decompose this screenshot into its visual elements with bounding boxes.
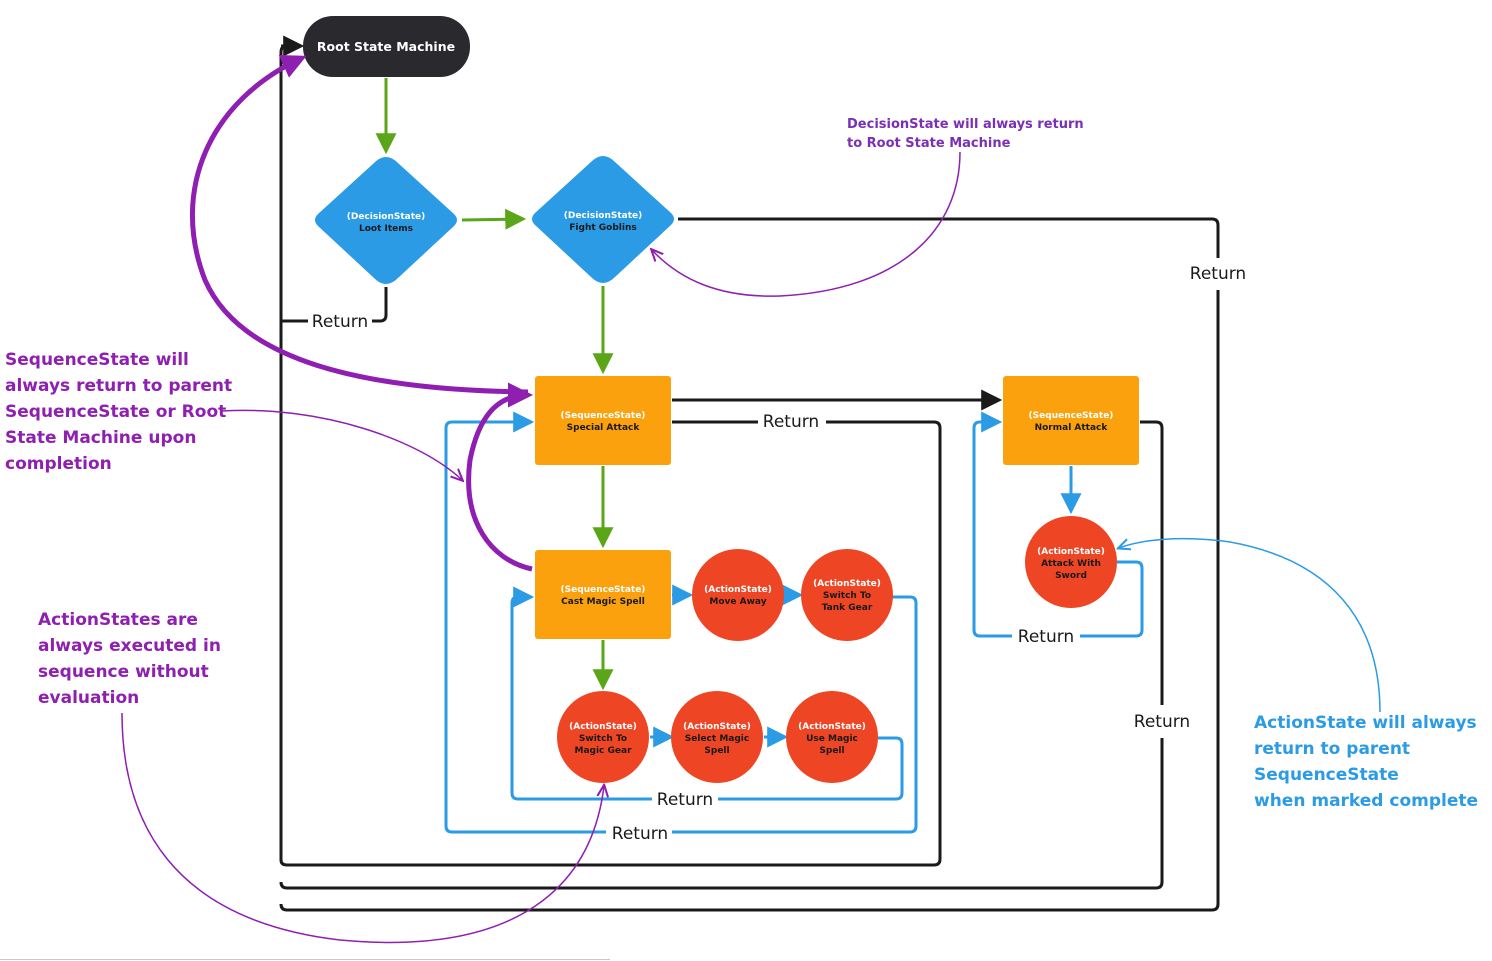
root-label: Root State Machine <box>317 39 455 54</box>
return-lines-black <box>279 44 1220 912</box>
return-line-cast-right <box>718 736 904 801</box>
annotation-arrow-special-to-root <box>190 54 529 395</box>
return-label-loot: Return <box>312 312 368 332</box>
action-node-attack-with-sword: (ActionState) Attack With Sword <box>1025 516 1117 608</box>
annotation-sequence-note: SequenceState will always return to pare… <box>5 350 233 474</box>
arrow-loot-to-fight <box>461 208 527 230</box>
return-label-cast: Return <box>657 790 713 810</box>
action-node-switch-magic-gear: (ActionState) Switch To Magic Gear <box>557 691 649 783</box>
decision-node-fight-goblins: (DecisionState) Fight Goblins <box>532 156 674 283</box>
switch-magic-gear-type: (ActionState) <box>569 722 637 732</box>
return-line-normal-upper <box>1140 420 1164 705</box>
action-node-switch-tank-gear: (ActionState) Switch To Tank Gear <box>801 549 893 641</box>
switch-magic-gear-label-1: Switch To <box>579 734 627 744</box>
special-attack-label: Special Attack <box>567 423 641 433</box>
root-state-machine-node: Root State Machine <box>303 16 470 77</box>
return-line-loot <box>372 287 388 323</box>
annotation-action-return-note: ActionState will always return to parent… <box>1254 713 1479 811</box>
annotation-arrow-sequence <box>221 409 462 480</box>
attack-with-sword-label-1: Attack With <box>1041 559 1101 569</box>
return-label-normal-inner: Return <box>1018 627 1074 647</box>
return-line-fight-lower <box>279 290 1220 912</box>
attack-with-sword-label-2: Sword <box>1055 571 1087 581</box>
use-magic-spell-label-2: Spell <box>819 746 844 756</box>
annotation-arrow-action-return <box>1119 537 1381 713</box>
move-away-type: (ActionState) <box>704 585 772 595</box>
use-magic-spell-type: (ActionState) <box>798 722 866 732</box>
return-label-special: Return <box>763 412 819 432</box>
normal-attack-label: Normal Attack <box>1035 423 1109 433</box>
action-node-select-magic-spell: (ActionState) Select Magic Spell <box>671 691 763 783</box>
loot-items-label: Loot Items <box>359 224 413 234</box>
special-attack-type: (SequenceState) <box>561 411 646 421</box>
switch-magic-gear-label-2: Magic Gear <box>574 746 632 756</box>
annotation-arrow-decision <box>652 151 961 297</box>
return-label-normal: Return <box>1134 712 1190 732</box>
sequence-node-special-attack: (SequenceState) Special Attack <box>535 376 671 465</box>
normal-attack-type: (SequenceState) <box>1029 411 1114 421</box>
flow-arrows <box>375 78 614 691</box>
annotation-arrow-action-sequence <box>121 712 604 944</box>
cast-magic-spell-type: (SequenceState) <box>561 585 646 595</box>
return-lines-blue <box>444 411 1144 834</box>
cast-magic-spell-label: Cast Magic Spell <box>561 597 645 607</box>
return-line-cast-left <box>510 586 652 801</box>
annotation-decision-note: DecisionState will always return to Root… <box>847 117 1084 151</box>
action-node-move-away: (ActionState) Move Away <box>692 549 784 641</box>
return-line-special-outer-right <box>672 595 918 834</box>
annotation-arrow-cast-to-special <box>466 382 533 572</box>
switch-tank-gear-type: (ActionState) <box>813 579 881 589</box>
return-line-fight-upper <box>678 217 1220 258</box>
return-line-special-outer-left <box>444 411 606 834</box>
use-magic-spell-label-1: Use Magic <box>806 734 858 744</box>
attack-with-sword-type: (ActionState) <box>1037 547 1105 557</box>
move-away-label: Move Away <box>709 597 766 607</box>
annotation-action-sequence-note: ActionStates are always executed in sequ… <box>38 610 221 708</box>
sequence-node-normal-attack: (SequenceState) Normal Attack <box>1003 376 1139 465</box>
bottom-divider <box>0 959 610 960</box>
return-line-special <box>279 44 942 867</box>
switch-tank-gear-label-2: Tank Gear <box>822 603 873 613</box>
return-line-normal-inner-left <box>972 411 1012 638</box>
decision-node-loot-items: (DecisionState) Loot Items <box>315 157 457 284</box>
return-line-normal-lower <box>279 738 1164 890</box>
select-magic-spell-type: (ActionState) <box>683 722 751 732</box>
sequence-node-cast-magic-spell: (SequenceState) Cast Magic Spell <box>535 550 671 639</box>
fight-goblins-type: (DecisionState) <box>564 211 643 221</box>
action-node-use-magic-spell: (ActionState) Use Magic Spell <box>786 691 878 783</box>
loot-items-type: (DecisionState) <box>347 212 426 222</box>
return-label-fight: Return <box>1190 264 1246 284</box>
return-line-normal-inner-right <box>1080 560 1144 638</box>
fight-goblins-label: Fight Goblins <box>569 223 636 233</box>
switch-tank-gear-label-1: Switch To <box>823 591 871 601</box>
select-magic-spell-label-1: Select Magic <box>685 734 749 744</box>
select-magic-spell-label-2: Spell <box>704 746 729 756</box>
return-label-special-inner: Return <box>612 824 668 844</box>
